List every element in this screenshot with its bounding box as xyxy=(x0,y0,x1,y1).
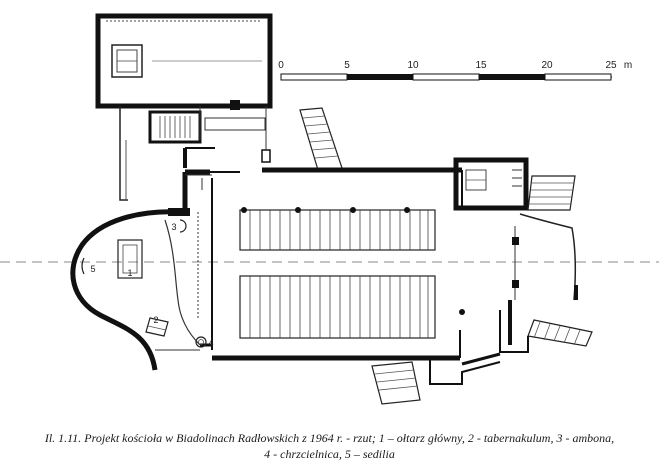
figure-caption: Il. 1.11. Projekt kościoła w Biadolinach… xyxy=(0,430,659,462)
church-floor-plan: 0 5 10 15 20 25 m xyxy=(0,13,659,405)
altar-number: 1 xyxy=(127,268,132,278)
apse xyxy=(70,208,201,371)
caption-line-2: 4 - chrzcielnica, 5 – sedilia xyxy=(264,447,395,461)
tower-block xyxy=(95,13,273,110)
pews-right-block xyxy=(239,275,436,339)
scale-unit: m xyxy=(624,60,632,71)
scale-label: 0 xyxy=(278,60,284,71)
ambo: 3 xyxy=(171,219,187,233)
main-altar: 1 xyxy=(117,239,143,279)
font-number: 4 xyxy=(208,338,213,348)
sedilia: 5 xyxy=(81,257,96,275)
pews-left-block xyxy=(239,209,436,251)
east-stairs-upper xyxy=(527,175,576,211)
north-stairs xyxy=(299,107,343,171)
south-porch xyxy=(371,352,501,405)
caption-line-1: Il. 1.11. Projekt kościoła w Biadolinach… xyxy=(44,431,615,445)
sedilia-number: 5 xyxy=(90,264,95,274)
east-wall xyxy=(508,213,578,345)
scale-bar xyxy=(280,73,612,81)
nave-walls xyxy=(182,167,463,361)
baptismal-font: 4 xyxy=(195,336,214,348)
columns xyxy=(241,207,465,315)
vestibule xyxy=(119,106,271,201)
scale-label: 20 xyxy=(541,60,553,71)
scale-label: 25 xyxy=(605,60,617,71)
scale-label: 10 xyxy=(407,60,419,71)
scale-label: 15 xyxy=(475,60,487,71)
east-stairs-lower xyxy=(499,310,593,353)
tabernacle-number: 2 xyxy=(153,315,158,325)
ambo-number: 3 xyxy=(171,222,176,232)
scale-label: 5 xyxy=(344,60,350,71)
east-tower xyxy=(453,157,529,211)
tabernacle: 2 xyxy=(145,315,169,337)
